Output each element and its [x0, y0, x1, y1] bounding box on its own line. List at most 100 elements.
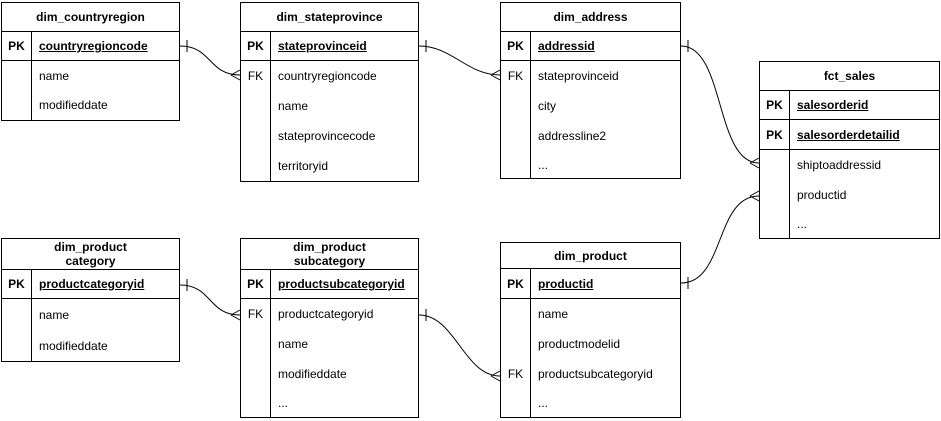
entity-fct-sales[interactable]: fct_sales PK salesorderid PK salesorderd… — [759, 61, 940, 239]
table-row[interactable]: PK productid — [501, 269, 680, 299]
field-name: modifieddate — [278, 367, 347, 381]
key-label — [501, 389, 531, 417]
key-label — [241, 389, 271, 417]
crow-foot-many — [490, 370, 501, 382]
key-label — [501, 151, 531, 178]
edge-countryregion-to-stateprovince[interactable] — [179, 40, 241, 81]
field-name: salesorderid — [797, 98, 869, 112]
entity-dim-product-subcategory[interactable]: dim_product subcategory PK productsubcat… — [240, 238, 419, 418]
table-row[interactable]: PK stateprovinceid — [241, 32, 418, 61]
crow-foot-many — [749, 157, 760, 169]
table-row[interactable]: FK productcategoryid — [241, 299, 418, 329]
table-row[interactable]: ... — [501, 151, 680, 178]
key-label — [2, 330, 32, 361]
table-row[interactable]: modifieddate — [2, 330, 179, 361]
entity-dim-product-category[interactable]: dim_product category PK productcategoryi… — [1, 238, 180, 362]
table-row[interactable]: FK productsubcategoryid — [501, 359, 680, 389]
table-row[interactable]: FK countryregioncode — [241, 61, 418, 91]
entity-dim-product[interactable]: dim_product PK productid name productmod… — [500, 242, 681, 418]
table-row[interactable]: addressline2 — [501, 121, 680, 151]
field-name: name — [39, 307, 70, 322]
pk-label: PK — [501, 269, 531, 298]
field-name: productcategoryid — [39, 277, 145, 291]
field-name: productid — [797, 188, 847, 202]
key-label — [241, 359, 271, 389]
fk-label: FK — [501, 359, 531, 389]
table-row[interactable]: PK salesorderdetailid — [760, 120, 939, 150]
entity-dim-stateprovince[interactable]: dim_stateprovince PK stateprovinceid FK … — [240, 2, 419, 182]
pk-label: PK — [241, 32, 271, 60]
edge-line — [418, 314, 501, 377]
crow-foot-many — [749, 190, 760, 202]
field-name: addressline2 — [538, 129, 607, 143]
field-name: shiptoaddressid — [797, 158, 882, 172]
entity-title: dim_product category — [2, 239, 179, 270]
table-row[interactable]: productid — [760, 180, 939, 210]
edge-product-to-fctsales[interactable] — [680, 190, 760, 289]
field-name: ... — [797, 217, 808, 231]
entity-dim-countryregion[interactable]: dim_countryregion PK countryregioncode n… — [1, 2, 180, 121]
field-name: productmodelid — [538, 337, 621, 351]
table-row[interactable]: modifieddate — [241, 359, 418, 389]
field-name: name — [538, 307, 569, 321]
field-name: stateprovinceid — [278, 39, 367, 53]
table-row[interactable]: ... — [760, 210, 939, 238]
table-row[interactable]: PK salesorderid — [760, 91, 939, 120]
field-name: ... — [538, 157, 549, 172]
table-row[interactable]: stateprovincecode — [241, 121, 418, 151]
table-row[interactable]: name — [2, 61, 179, 91]
table-row[interactable]: territoryid — [241, 151, 418, 181]
entity-dim-address[interactable]: dim_address PK addressid FK stateprovinc… — [500, 2, 681, 179]
table-row[interactable]: modifieddate — [2, 90, 179, 120]
entity-title: dim_product subcategory — [241, 239, 418, 270]
key-label — [501, 329, 531, 359]
crow-foot-many — [490, 69, 501, 81]
pk-label: PK — [241, 270, 271, 298]
pk-label: PK — [2, 32, 32, 60]
field-name: name — [278, 337, 309, 351]
edge-line — [179, 284, 241, 316]
entity-title: dim_product — [501, 243, 680, 269]
entity-title: dim_countryregion — [2, 3, 179, 32]
table-row[interactable]: name — [241, 91, 418, 121]
table-row[interactable]: productmodelid — [501, 329, 680, 359]
table-row[interactable]: FK stateprovinceid — [501, 61, 680, 91]
table-row[interactable]: shiptoaddressid — [760, 150, 939, 180]
table-row[interactable]: name — [2, 299, 179, 330]
key-label — [2, 299, 32, 330]
field-name: productsubcategoryid — [538, 367, 653, 381]
edge-line — [680, 45, 760, 164]
edge-line — [179, 45, 241, 76]
table-row[interactable]: ... — [241, 389, 418, 417]
table-row[interactable]: PK productcategoryid — [2, 270, 179, 299]
field-name: countryregioncode — [278, 69, 377, 83]
key-label — [2, 61, 32, 91]
edge-productcategory-to-productsubcategory[interactable] — [179, 279, 241, 321]
pk-label: PK — [760, 120, 790, 149]
table-row[interactable]: name — [241, 329, 418, 359]
field-name: countryregioncode — [39, 39, 148, 53]
table-row[interactable]: PK productsubcategoryid — [241, 270, 418, 299]
key-label — [501, 91, 531, 121]
table-row[interactable]: ... — [501, 389, 680, 417]
crow-foot-many — [230, 309, 241, 321]
key-label — [760, 180, 790, 210]
field-name: stateprovinceid — [538, 69, 619, 83]
key-label — [241, 121, 271, 151]
table-row[interactable]: name — [501, 299, 680, 329]
table-row[interactable]: city — [501, 91, 680, 121]
key-label — [501, 299, 531, 329]
field-name: city — [538, 99, 556, 113]
table-row[interactable]: PK addressid — [501, 32, 680, 61]
edge-address-to-fctsales[interactable] — [680, 40, 760, 169]
fk-label: FK — [241, 61, 271, 91]
field-name: ... — [538, 396, 549, 410]
field-name: salesorderdetailid — [797, 127, 900, 142]
entity-title: dim_address — [501, 3, 680, 32]
edge-stateprovince-to-address[interactable] — [418, 40, 501, 81]
key-label — [501, 121, 531, 151]
table-row[interactable]: PK countryregioncode — [2, 32, 179, 61]
edge-productsubcategory-to-product[interactable] — [418, 309, 501, 382]
key-label — [760, 150, 790, 180]
